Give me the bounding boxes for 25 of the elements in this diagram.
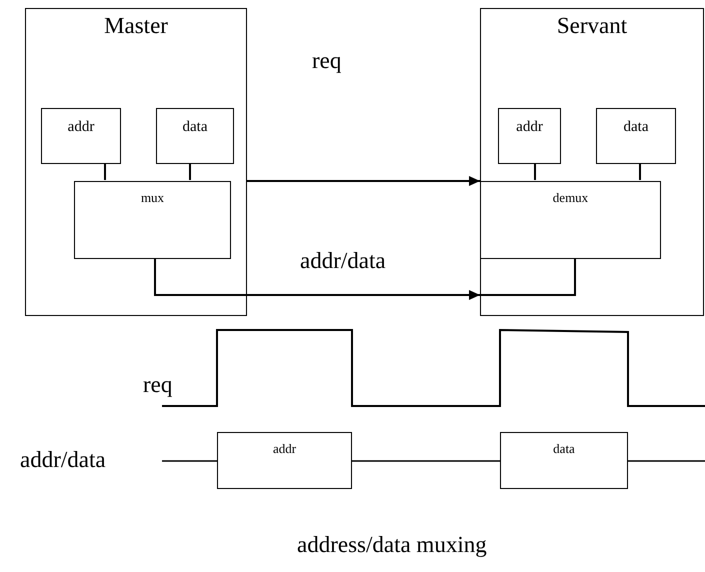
register-box: data	[156, 108, 234, 164]
arrow	[247, 176, 480, 186]
connector-line	[104, 163, 106, 180]
connector-line	[534, 163, 536, 180]
connector-line	[189, 163, 191, 180]
block-box: Master addr data mux	[25, 8, 247, 316]
edge-label: req	[312, 48, 342, 74]
arrow	[154, 258, 480, 300]
connector-line	[162, 460, 217, 462]
caption: address/data muxing	[297, 532, 487, 558]
multiplexer-box: mux	[74, 181, 231, 259]
connector-line	[639, 163, 641, 180]
demultiplexer-box: demux	[481, 181, 661, 259]
signal-name: req	[143, 372, 172, 398]
edge-label: addr/data	[300, 248, 386, 274]
signal-phase-box: addr	[217, 432, 352, 489]
connector-line	[628, 460, 705, 462]
connector-line	[352, 460, 500, 462]
block-box: Servant addr data demux	[480, 8, 704, 316]
signal-phase-box: data	[500, 432, 628, 489]
signal-name: addr/data	[20, 447, 106, 473]
register-box: addr	[41, 108, 121, 164]
connector-line	[480, 258, 576, 296]
register-box: addr	[498, 108, 561, 164]
register-box: data	[596, 108, 676, 164]
